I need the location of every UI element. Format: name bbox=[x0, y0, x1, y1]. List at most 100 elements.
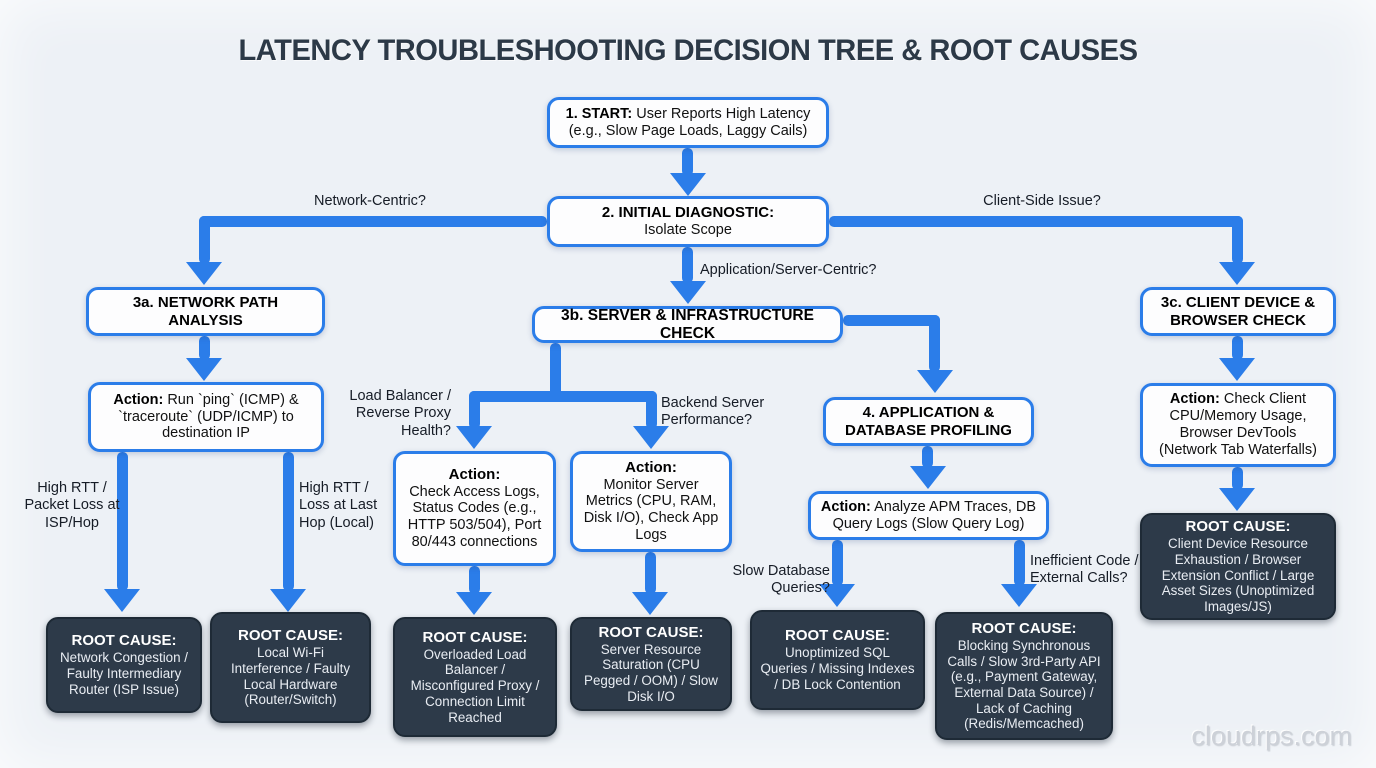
arrowhead-to-profiling bbox=[917, 370, 953, 393]
arrowhead-rtt-local bbox=[270, 589, 306, 612]
node-client-check-title: 3c. CLIENT DEVICE & BROWSER CHECK bbox=[1160, 294, 1316, 329]
edge-label-client-side: Client-Side Issue? bbox=[983, 193, 1101, 209]
node-server-action: Action: Monitor Server Metrics (CPU, RAM… bbox=[570, 451, 732, 552]
arrowhead-inefficient bbox=[1001, 584, 1037, 607]
arrowhead-apm-action bbox=[910, 466, 946, 489]
rootcause-server-saturation-body: Server Resource Saturation (CPU Pegged /… bbox=[584, 641, 718, 704]
rootcause-local-hw: ROOT CAUSE: Local Wi-Fi Interference / F… bbox=[210, 612, 371, 723]
node-server-check: 3b. SERVER & INFRASTRUCTURE CHECK bbox=[532, 306, 843, 343]
node-apm-action-body: Analyze APM Traces, DB Query Logs (Slow … bbox=[832, 498, 1037, 532]
node-lb-action: Action: Check Access Logs, Status Codes … bbox=[393, 451, 556, 566]
connector-server-to-profiling-v bbox=[929, 315, 940, 372]
node-network-path: 3a. NETWORK PATH ANALYSIS bbox=[86, 287, 325, 336]
arrowhead-slow-db bbox=[819, 584, 855, 607]
rootcause-load-balancer: ROOT CAUSE: Overloaded Load Balancer / M… bbox=[393, 617, 557, 737]
arrowhead-network-action bbox=[186, 358, 222, 381]
connector-server-to-profiling-h bbox=[843, 315, 940, 326]
arrowhead-to-server-check bbox=[670, 281, 706, 304]
rootcause-isp-body: Network Congestion / Faulty Intermediary… bbox=[59, 650, 188, 697]
node-client-check: 3c. CLIENT DEVICE & BROWSER CHECK bbox=[1140, 287, 1336, 336]
node-lb-action-body: Check Access Logs, Status Codes (e.g., H… bbox=[407, 483, 542, 550]
node-app-profiling-title: 4. APPLICATION & DATABASE PROFILING bbox=[845, 404, 1012, 439]
connector-split-right-v bbox=[646, 391, 657, 429]
connector-split-left-v bbox=[469, 391, 480, 429]
node-apm-action-prefix: Action: bbox=[820, 498, 871, 515]
node-server-check-title: 3b. SERVER & INFRASTRUCTURE CHECK bbox=[561, 306, 814, 342]
node-network-path-title: 3a. NETWORK PATH ANALYSIS bbox=[132, 294, 279, 329]
node-apm-action-text: Action: Analyze APM Traces, DB Query Log… bbox=[819, 499, 1038, 533]
node-client-action-body: Check Client CPU/Memory Usage, Browser D… bbox=[1159, 391, 1317, 458]
page-title: LATENCY TROUBLESHOOTING DECISION TREE & … bbox=[238, 34, 1138, 67]
rootcause-client-device-body: Client Device Resource Exhaustion / Brow… bbox=[1161, 536, 1315, 615]
connector-server-split-h bbox=[469, 391, 657, 402]
connector-diagnostic-right-v bbox=[1232, 216, 1243, 264]
connector-diagnostic-right-h bbox=[829, 216, 1243, 227]
connector-client-rootcause bbox=[1232, 467, 1243, 490]
arrowhead-lb-action bbox=[456, 426, 492, 449]
node-start: 1. START: User Reports High Latency (e.g… bbox=[547, 97, 829, 148]
node-start-prefix: 1. START: bbox=[565, 105, 633, 122]
node-network-action: Action: Run `ping` (ICMP) & `traceroute`… bbox=[88, 382, 324, 452]
connector-lb-rootcause bbox=[469, 566, 480, 594]
watermark: cloudrps.com bbox=[1191, 721, 1352, 751]
node-server-action-prefix: Action: bbox=[625, 459, 677, 477]
edge-label-inefficient: Inefficient Code / External Calls? bbox=[1030, 553, 1139, 587]
edge-label-network-centric: Network-Centric? bbox=[314, 193, 426, 209]
rootcause-isp: ROOT CAUSE: Network Congestion / Faulty … bbox=[46, 617, 202, 713]
arrowhead-to-client-check bbox=[1219, 262, 1255, 285]
rootcause-load-balancer-body: Overloaded Load Balancer / Misconfigured… bbox=[410, 646, 540, 725]
rootcause-blocking: ROOT CAUSE: Blocking Synchronous Calls /… bbox=[935, 612, 1113, 740]
connector-server-check-stub bbox=[550, 343, 561, 399]
node-server-action-body: Monitor Server Metrics (CPU, RAM, Disk I… bbox=[583, 476, 719, 543]
node-diagnostic-prefix: 2. INITIAL DIAGNOSTIC: bbox=[601, 204, 775, 222]
connector-rtt-local bbox=[283, 452, 294, 591]
edge-label-rtt-local: High RTT / Loss at Last Hop (Local) bbox=[299, 480, 378, 531]
connector-slow-db bbox=[832, 540, 843, 586]
arrowhead-rtt-isp bbox=[104, 589, 140, 612]
edge-label-app-server: Application/Server-Centric? bbox=[700, 262, 877, 278]
node-network-action-body: Run `ping` (ICMP) & `traceroute` (UDP/IC… bbox=[118, 391, 299, 442]
rootcause-sql-heading: ROOT CAUSE: bbox=[785, 627, 890, 645]
arrowhead-lb-rootcause bbox=[456, 592, 492, 615]
connector-start-to-diagnostic bbox=[682, 148, 693, 176]
arrowhead-start-to-diagnostic bbox=[670, 173, 706, 196]
node-client-action: Action: Check Client CPU/Memory Usage, B… bbox=[1140, 383, 1336, 467]
rootcause-client-device-heading: ROOT CAUSE: bbox=[1185, 518, 1291, 536]
node-client-action-text: Action: Check Client CPU/Memory Usage, B… bbox=[1151, 391, 1325, 458]
node-start-body: User Reports High Latency (e.g., Slow Pa… bbox=[568, 105, 811, 139]
node-apm-action: Action: Analyze APM Traces, DB Query Log… bbox=[808, 491, 1049, 540]
node-network-action-text: Action: Run `ping` (ICMP) & `traceroute`… bbox=[99, 392, 313, 442]
connector-client-check-to-action bbox=[1232, 336, 1243, 360]
node-start-text: 1. START: User Reports High Latency (e.g… bbox=[558, 106, 818, 140]
edge-label-backend-perf: Backend Server Performance? bbox=[661, 395, 765, 429]
edge-label-slow-db: Slow Database Queries? bbox=[732, 563, 830, 597]
connector-diagnostic-left-v bbox=[199, 216, 210, 264]
connector-server-rootcause bbox=[645, 552, 656, 594]
edge-label-lb-health: Load Balancer / Reverse Proxy Health? bbox=[349, 388, 451, 439]
arrowhead-server-action bbox=[633, 426, 669, 449]
arrowhead-client-action bbox=[1219, 358, 1255, 381]
node-network-action-prefix: Action: bbox=[113, 391, 164, 408]
connector-profiling-to-action bbox=[922, 446, 933, 468]
connector-inefficient bbox=[1014, 540, 1025, 586]
rootcause-load-balancer-heading: ROOT CAUSE: bbox=[422, 628, 528, 646]
rootcause-sql-body: Unoptimized SQL Queries / Missing Indexe… bbox=[760, 645, 915, 692]
node-app-profiling: 4. APPLICATION & DATABASE PROFILING bbox=[823, 397, 1034, 446]
rootcause-client-device: ROOT CAUSE: Client Device Resource Exhau… bbox=[1140, 513, 1336, 620]
connector-diagnostic-down bbox=[682, 247, 693, 283]
rootcause-local-hw-body: Local Wi-Fi Interference / Faulty Local … bbox=[230, 645, 351, 708]
rootcause-blocking-heading: ROOT CAUSE: bbox=[971, 619, 1077, 637]
node-lb-action-prefix: Action: bbox=[448, 466, 501, 484]
rootcause-server-saturation: ROOT CAUSE: Server Resource Saturation (… bbox=[570, 617, 732, 711]
node-diagnostic: 2. INITIAL DIAGNOSTIC: Isolate Scope bbox=[547, 196, 829, 247]
node-diagnostic-body: Isolate Scope bbox=[644, 221, 732, 238]
arrowhead-server-rootcause bbox=[632, 592, 668, 615]
rootcause-local-hw-heading: ROOT CAUSE: bbox=[238, 627, 343, 645]
rootcause-server-saturation-heading: ROOT CAUSE: bbox=[598, 623, 704, 641]
connector-rtt-isp bbox=[117, 452, 128, 591]
connector-network-path-to-action bbox=[199, 336, 210, 360]
arrowhead-client-rootcause bbox=[1219, 488, 1255, 511]
node-client-action-prefix: Action: bbox=[1169, 391, 1220, 408]
arrowhead-to-network-path bbox=[186, 262, 222, 285]
